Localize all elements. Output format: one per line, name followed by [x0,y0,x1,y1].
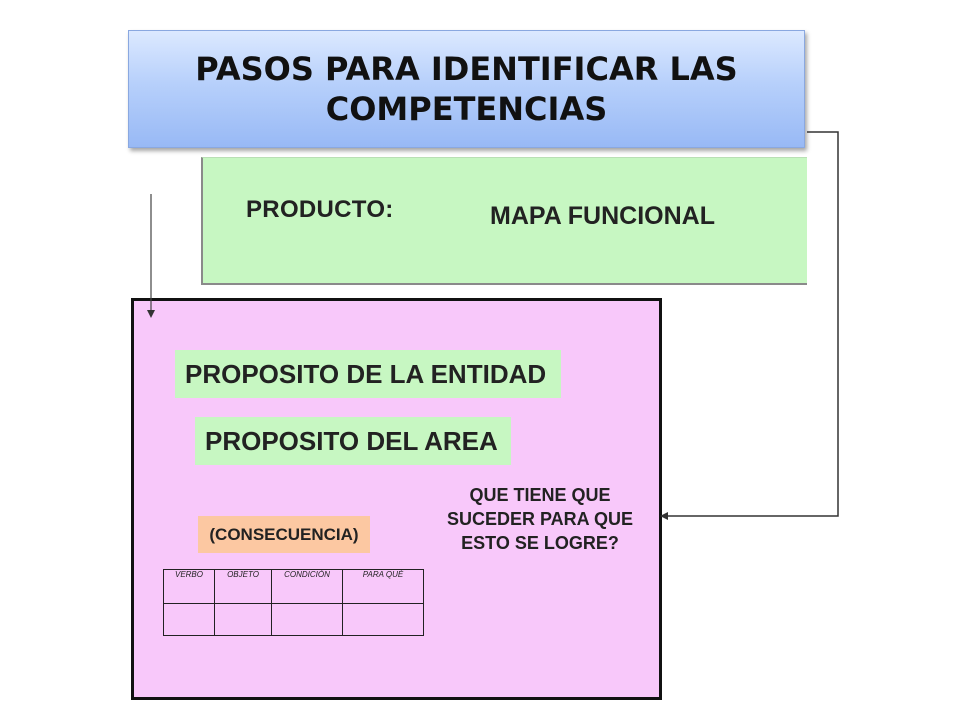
area-purpose-box: PROPOSITO DEL AREA [195,417,511,465]
table-cell [214,603,272,636]
table-cell [342,603,424,636]
header-objeto: OBJETO [214,569,272,604]
return-arrow [660,131,839,520]
title-banner: PASOS PARA IDENTIFICAR LAS COMPETENCIAS [128,30,805,148]
product-box [201,157,807,285]
diagram-title: PASOS PARA IDENTIFICAR LAS COMPETENCIAS [195,50,738,128]
product-value: MAPA FUNCIONAL [490,202,715,230]
table-row [163,603,424,636]
header-condicion: CONDICIÓN [271,569,343,604]
table-cell [271,603,343,636]
entity-purpose-box: PROPOSITO DE LA ENTIDAD [175,350,561,398]
table-header-row: VERBO OBJETO CONDICIÓN PARA QUÉ [163,569,424,604]
consequence-box: (CONSECUENCIA) [198,516,370,553]
product-label: PRODUCTO: [246,196,394,223]
guiding-question: QUE TIENE QUE SUCEDER PARA QUE ESTO SE L… [446,485,634,553]
competency-table: VERBO OBJETO CONDICIÓN PARA QUÉ [163,569,424,636]
